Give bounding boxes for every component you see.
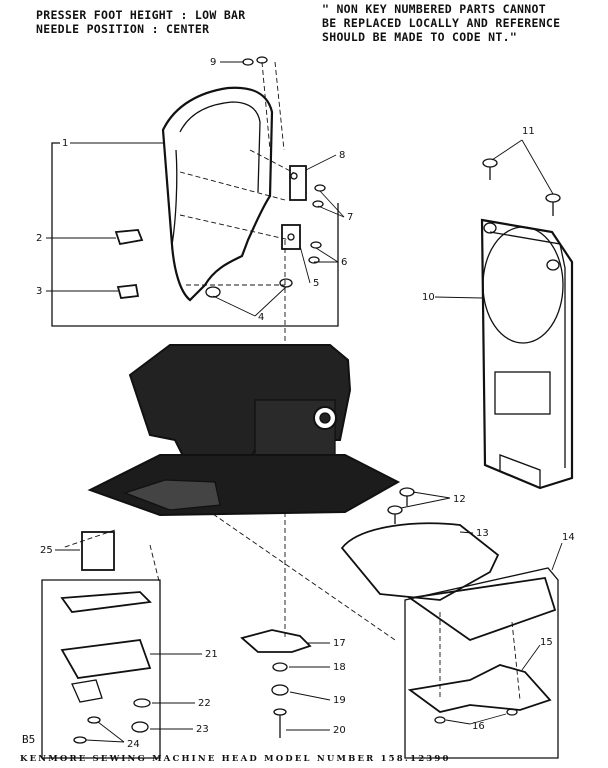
part-21-feed-plate <box>60 591 152 613</box>
callout-10: 10 <box>422 292 435 303</box>
callout-7: 7 <box>347 212 353 223</box>
bed-plate-opening <box>123 479 221 511</box>
callout-leaders <box>46 61 563 743</box>
header-right-note: " NON KEY NUMBERED PARTS CANNOT BE REPLA… <box>322 2 560 44</box>
callout-18: 18 <box>333 662 346 673</box>
callout-21: 21 <box>205 649 218 660</box>
model-caption: KENMORE SEWING MACHINE HEAD MODEL NUMBER… <box>20 754 451 764</box>
group-14-frame <box>404 567 559 759</box>
callout-11: 11 <box>522 126 535 137</box>
part-2-knob <box>114 229 144 246</box>
header-left-line-1: PRESSER FOOT HEIGHT : LOW BAR <box>36 8 246 22</box>
part-18-washer <box>272 662 288 672</box>
callout-20: 20 <box>333 725 346 736</box>
callout-9: 9 <box>210 57 216 68</box>
part-13-bed-plate <box>340 522 500 601</box>
bracket-assembly <box>205 56 326 298</box>
callout-17: 17 <box>333 638 346 649</box>
part-22-washer <box>133 698 151 708</box>
part-11-screws <box>482 158 561 216</box>
machine-bed <box>87 454 401 517</box>
part-24-screw-left <box>87 716 101 724</box>
callout-13: 13 <box>476 528 489 539</box>
callout-labels: 1 2 3 4 5 6 7 8 9 10 11 12 13 14 15 16 1… <box>36 57 575 750</box>
callout-1: 1 <box>62 138 68 149</box>
callout-6: 6 <box>341 257 347 268</box>
part-12-screws <box>387 487 415 524</box>
group-bracket-top <box>51 142 60 213</box>
callout-22: 22 <box>198 698 211 709</box>
callout-19: 19 <box>333 695 346 706</box>
header-right-line-1: " NON KEY NUMBERED PARTS CANNOT <box>322 2 546 16</box>
part-24-screw-bottom <box>73 736 87 744</box>
callout-14: 14 <box>562 532 575 543</box>
part-25-plate <box>81 531 115 571</box>
callout-15: 15 <box>540 637 553 648</box>
part-23-nut <box>131 721 149 733</box>
callout-2: 2 <box>36 233 42 244</box>
callout-12: 12 <box>453 494 466 505</box>
callout-23: 23 <box>196 724 209 735</box>
callout-5: 5 <box>313 278 319 289</box>
callout-24: 24 <box>127 739 140 750</box>
header-right-line-2: BE REPLACED LOCALLY AND REFERENCE <box>322 16 561 30</box>
part-3-knob <box>116 284 140 299</box>
part-15-spring <box>407 664 552 713</box>
machine-head <box>128 344 352 471</box>
part-16-screw-left <box>434 716 446 724</box>
callout-16: 16 <box>472 721 485 732</box>
part-21-bracket <box>71 679 103 703</box>
face-cover <box>161 86 274 302</box>
back-cover <box>480 218 574 490</box>
part-20-screw-head <box>273 708 287 716</box>
part-21-throat-plate <box>60 639 152 679</box>
header-left: PRESSER FOOT HEIGHT : LOW BAR NEEDLE POS… <box>36 8 245 36</box>
callout-25: 25 <box>40 545 53 556</box>
part-14-slide-plate <box>407 576 557 642</box>
callout-3: 3 <box>36 286 42 297</box>
page-code: B5 <box>22 733 36 746</box>
part-17-spring <box>240 629 312 653</box>
callout-8: 8 <box>339 150 345 161</box>
part-19-nut <box>271 684 289 696</box>
header-left-line-2: NEEDLE POSITION : CENTER <box>36 22 210 36</box>
group-21-frame <box>41 579 161 759</box>
part-16-screw-right <box>506 708 518 716</box>
header-right-line-3: SHOULD BE MADE TO CODE NT." <box>322 30 518 44</box>
callout-4: 4 <box>258 312 264 323</box>
group-bracket-bottom <box>51 203 339 327</box>
